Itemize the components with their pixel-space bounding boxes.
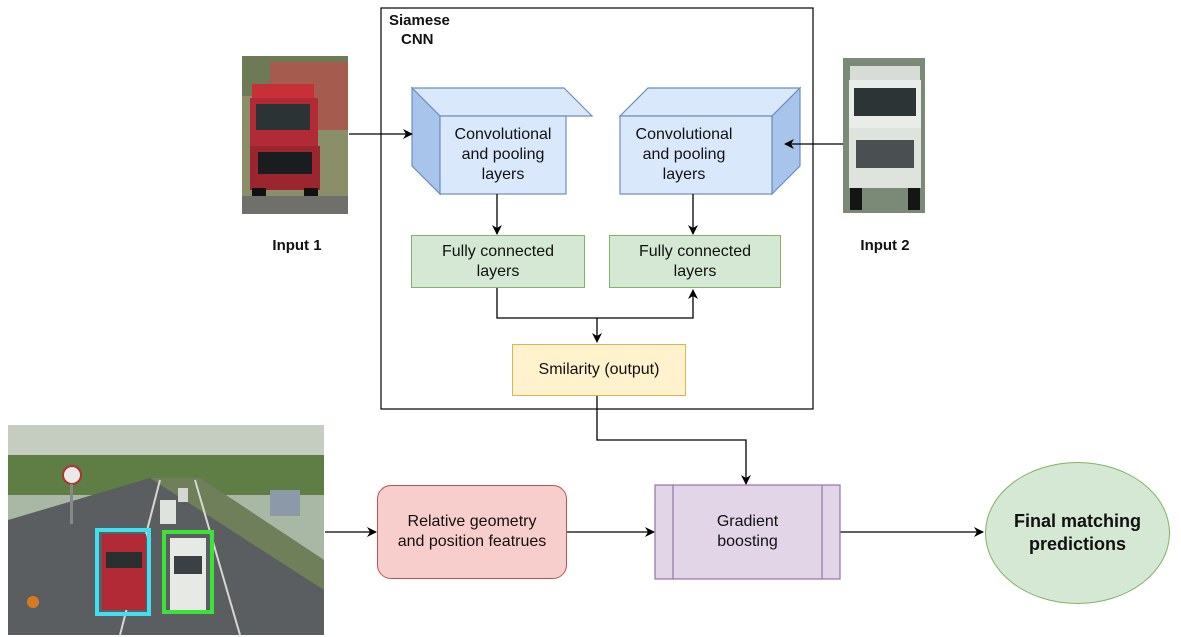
- fc-right-line1: Fully connected: [638, 242, 752, 260]
- conv-left-line3: layers: [481, 166, 525, 183]
- final-line2: predictions: [1028, 534, 1126, 554]
- conv-left-label: Convolutional and pooling layers: [440, 116, 566, 194]
- fc-left-box: Fully connected layers: [411, 235, 585, 288]
- input1-image: [242, 56, 348, 214]
- siamese-title-line2: CNN: [401, 31, 434, 48]
- input1-label: Input 1: [272, 237, 322, 254]
- conv-right-line2: and pooling: [642, 146, 726, 163]
- siamese-title: Siamese CNN: [389, 10, 469, 50]
- scene-image: [8, 425, 324, 636]
- conv-right-line1: Convolutional: [635, 126, 733, 143]
- geometry-box: Relative geometry and position featrues: [377, 485, 567, 579]
- similarity-box: Smilarity (output): [512, 344, 686, 396]
- conv-cube-left: [410, 86, 594, 196]
- fc-right-line2: layers: [673, 262, 717, 280]
- geometry-line2: and position featrues: [397, 533, 547, 550]
- input2-image: [843, 58, 925, 213]
- final-line1: Final matching: [1013, 511, 1141, 531]
- arrow-similarity-to-boosting: [596, 395, 751, 485]
- siamese-title-line1: Siamese: [389, 12, 450, 29]
- conv-left-line2: and pooling: [461, 146, 545, 163]
- conv-cube-right: [618, 86, 802, 196]
- input2-label: Input 2: [860, 237, 910, 254]
- connector-fc-left-to-junction: [496, 287, 597, 319]
- geometry-line1: Relative geometry: [407, 513, 537, 530]
- boosting-line2: boosting: [717, 533, 778, 550]
- fc-left-line1: Fully connected: [441, 242, 555, 260]
- fc-right-box: Fully connected layers: [609, 235, 781, 288]
- fc-left-line2: layers: [476, 262, 520, 280]
- boosting-label: Gradient boosting: [673, 485, 822, 579]
- conv-left-line1: Convolutional: [454, 126, 552, 143]
- conv-right-line3: layers: [662, 166, 706, 183]
- boosting-box: [654, 484, 841, 580]
- conv-right-label: Convolutional and pooling layers: [620, 116, 748, 194]
- final-predictions-ellipse: Final matching predictions: [985, 462, 1170, 604]
- boosting-line1: Gradient: [716, 513, 779, 530]
- arrow-junction-to-fc-right: [597, 289, 698, 319]
